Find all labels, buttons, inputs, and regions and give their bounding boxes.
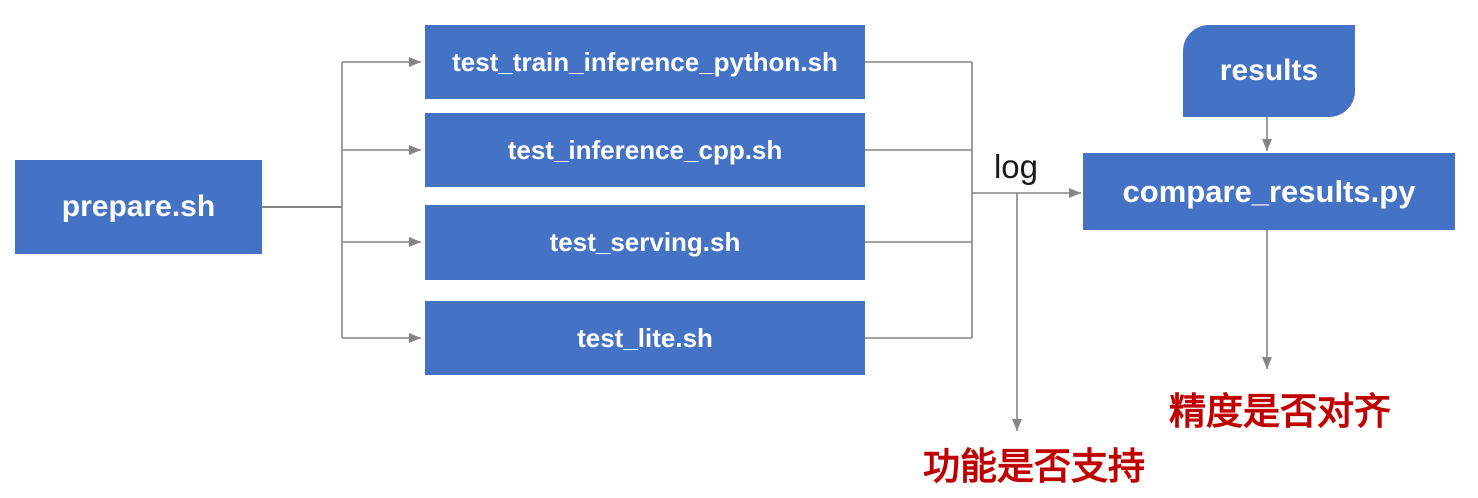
node-test-lite-sh: test_lite.sh — [425, 301, 865, 375]
node-test-lite-sh-label: test_lite.sh — [577, 322, 713, 353]
node-test-serving-sh: test_serving.sh — [425, 205, 865, 280]
annotation-precision-aligned: 精度是否对齐 — [1169, 391, 1391, 432]
node-test-train-inference-python-sh: test_train_inference_python.sh — [425, 25, 865, 99]
annotation-function-support: 功能是否支持 — [923, 446, 1145, 487]
node-compare-results-py-label: compare_results.py — [1122, 173, 1416, 209]
node-prepare-sh-label: prepare.sh — [61, 190, 216, 223]
node-compare-results-py: compare_results.py — [1083, 153, 1455, 230]
node-results-label: results — [1219, 54, 1319, 87]
node-test-inference-cpp-sh-label: test_inference_cpp.sh — [507, 134, 783, 165]
edge-label-log: log — [993, 148, 1039, 185]
node-test-train-inference-python-sh-label: test_train_inference_python.sh — [452, 46, 838, 77]
node-test-inference-cpp-sh: test_inference_cpp.sh — [425, 113, 865, 187]
node-test-serving-sh-label: test_serving.sh — [549, 227, 741, 257]
node-results: results — [1183, 25, 1355, 117]
node-prepare-sh: prepare.sh — [15, 160, 262, 254]
